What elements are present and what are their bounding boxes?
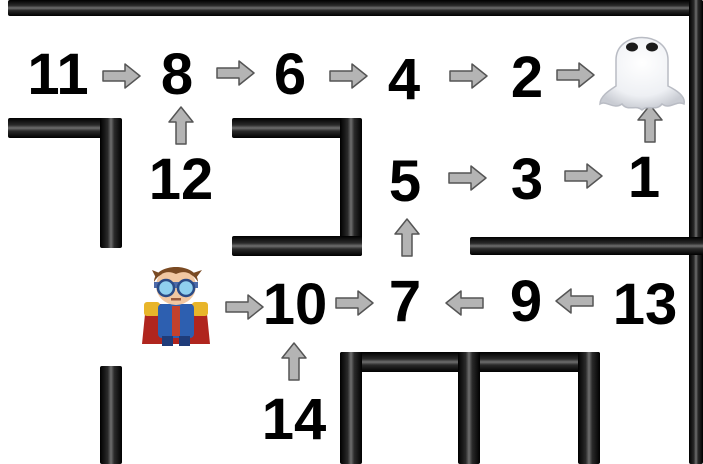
- wall-right-mid-h: [470, 237, 703, 255]
- wall-right-border: [689, 0, 703, 464]
- cell-5: 5: [389, 153, 421, 211]
- arrow-14-to-10: [271, 339, 317, 385]
- wall-top-border: [8, 0, 703, 16]
- cell-7: 7: [389, 273, 421, 331]
- arrow-11-to-8: [98, 53, 144, 99]
- wall-bottom-v1: [340, 352, 362, 464]
- arrow-hero-to-10: [221, 284, 267, 330]
- cell-9: 9: [510, 273, 542, 331]
- cell-14: 14: [262, 391, 327, 449]
- wall-bottom-v3: [578, 352, 600, 464]
- cell-10: 10: [263, 276, 328, 334]
- cell-2: 2: [511, 49, 543, 107]
- arrow-2-to-ghost: [552, 52, 598, 98]
- cell-8: 8: [161, 46, 193, 104]
- arrow-3-to-1: [560, 153, 606, 199]
- ghost-icon: [594, 20, 690, 112]
- arrow-9-to-7: [442, 280, 488, 326]
- arrow-13-to-9: [552, 278, 598, 324]
- wall-left-lower-v: [100, 366, 122, 464]
- cell-12: 12: [149, 151, 214, 209]
- cell-1: 1: [628, 149, 660, 207]
- arrow-4-to-2: [445, 53, 491, 99]
- arrow-10-to-7: [331, 280, 377, 326]
- cell-13: 13: [613, 276, 678, 334]
- hero-character-icon: [136, 258, 216, 350]
- cell-4: 4: [388, 51, 420, 109]
- arrow-6-to-4: [325, 53, 371, 99]
- cell-6: 6: [274, 46, 306, 104]
- wall-left-upper-v: [100, 118, 122, 248]
- arrow-5-to-3: [444, 155, 490, 201]
- wall-center-bottom-h: [232, 236, 362, 256]
- wall-bottom-v2: [458, 352, 480, 464]
- arrow-12-to-8: [158, 103, 204, 149]
- cell-3: 3: [511, 151, 543, 209]
- cell-11: 11: [27, 46, 88, 104]
- arrow-7-to-5: [384, 215, 430, 261]
- arrow-8-to-6: [212, 50, 258, 96]
